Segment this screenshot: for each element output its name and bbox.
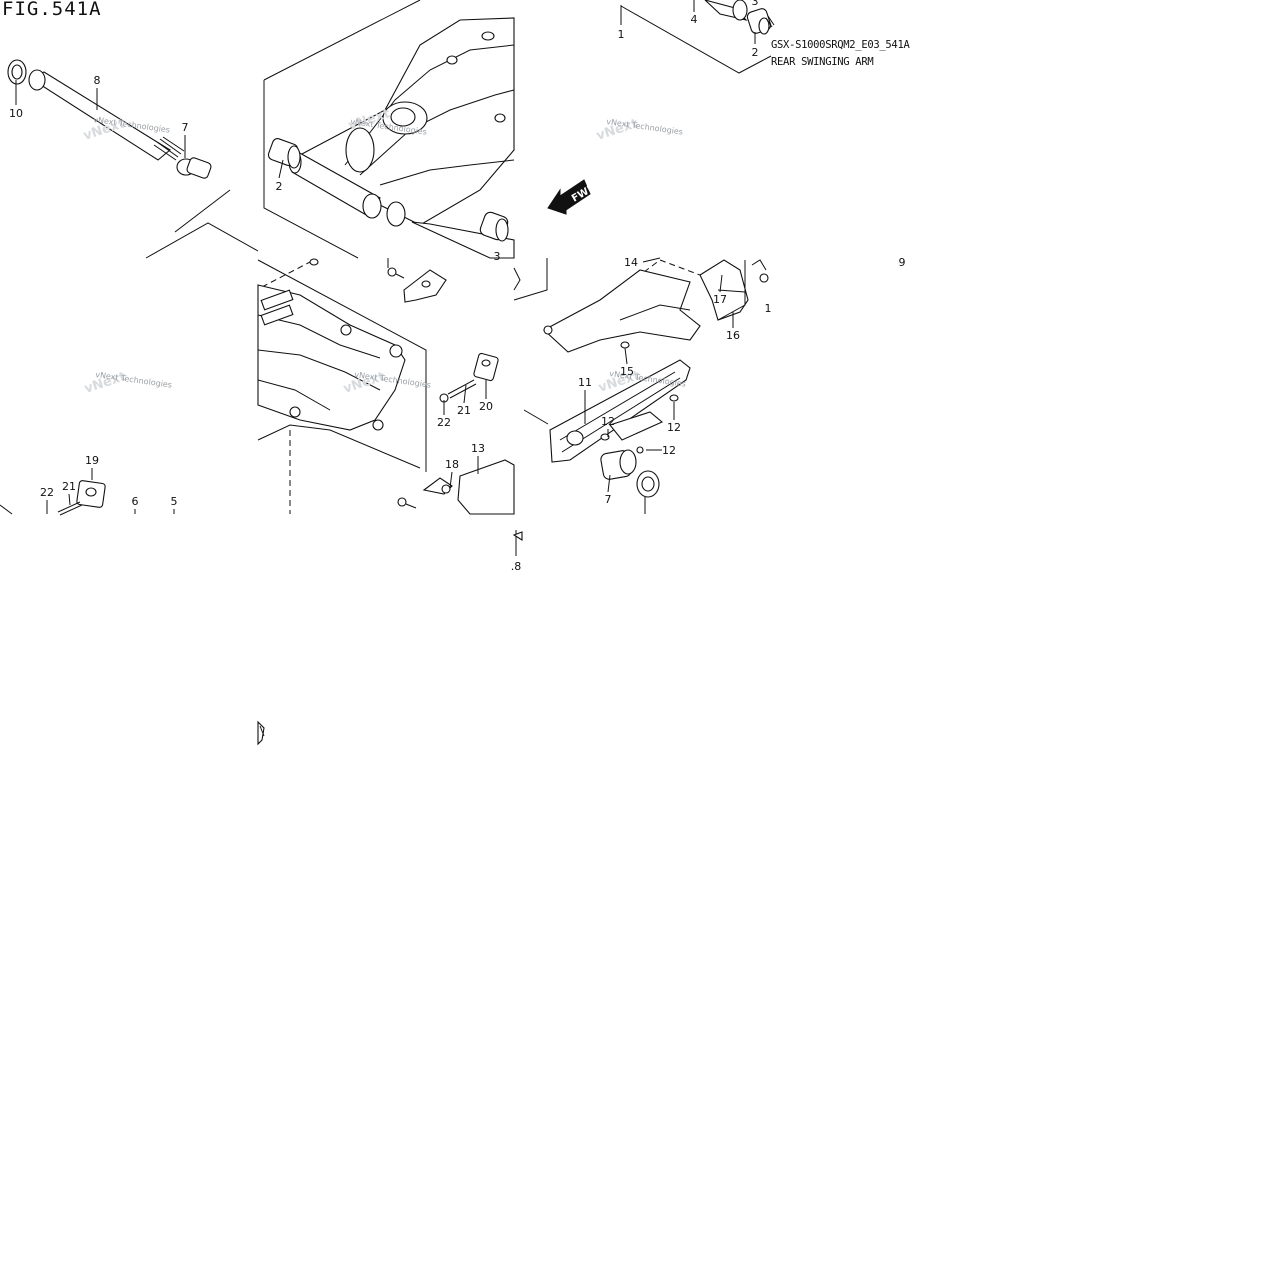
callout-number: 9 xyxy=(899,256,906,269)
callout-number: 22 xyxy=(40,486,54,499)
callout-number: 8 xyxy=(94,74,101,87)
figure-code: GSX-S1000SRQM2_E03_541A xyxy=(771,39,910,51)
callout-number: 20 xyxy=(479,400,493,413)
figure-title: FIG.541A xyxy=(2,0,102,20)
callout-number: 14 xyxy=(624,256,638,269)
callout-number: 12 xyxy=(601,415,615,428)
callout-number: 15 xyxy=(620,365,634,378)
bushing-part xyxy=(732,0,748,21)
callout-number: 11 xyxy=(578,376,592,389)
callout-number: 3 xyxy=(494,250,501,263)
callout-number: 17 xyxy=(713,293,727,306)
callout-number: 7 xyxy=(605,493,612,506)
callout-number: 13 xyxy=(471,442,485,455)
callout-leader xyxy=(719,274,723,293)
pivot-shaft-group xyxy=(7,59,259,259)
chain-adjuster-right xyxy=(439,352,499,403)
callout-number: 21 xyxy=(62,480,76,493)
callout-number: 10 xyxy=(9,107,23,120)
callout-number: 5 xyxy=(171,495,178,508)
chain-guide-group xyxy=(523,359,691,514)
chain-guide-part xyxy=(549,359,691,463)
misc-fragments xyxy=(257,267,523,746)
callout-number: 4 xyxy=(691,13,698,26)
callout-number: 6 xyxy=(132,495,139,508)
swingarm-lower-body xyxy=(257,284,406,431)
callout-number: 3 xyxy=(752,0,759,8)
callout-number: 12 xyxy=(667,421,681,434)
brake-bracket xyxy=(397,459,515,515)
bracket-13-part xyxy=(457,459,515,515)
callout-number: 19 xyxy=(85,454,99,467)
callout-leader xyxy=(642,257,661,263)
callout-number: 21 xyxy=(457,404,471,417)
callout-leader xyxy=(449,471,453,489)
swingarm-lower-view xyxy=(257,258,447,514)
callout-number: 22 xyxy=(437,416,451,429)
callout-number: 12 xyxy=(662,444,676,457)
callout-number: 7 xyxy=(182,121,189,134)
callout-number: 2 xyxy=(752,46,759,59)
figure-name: REAR SWINGING ARM xyxy=(771,56,874,68)
top-bearing-group xyxy=(620,0,775,74)
callout-leader xyxy=(68,493,71,506)
chain-adjuster-left xyxy=(0,480,106,516)
callout-number: 1 xyxy=(765,302,772,315)
callout-leader xyxy=(278,159,284,179)
callout-leader xyxy=(463,384,467,404)
chain-case-group xyxy=(513,258,769,353)
figure-code-block: GSX-S1000SRQM2_E03_541A REAR SWINGING AR… xyxy=(771,37,910,71)
adjuster-block-part xyxy=(473,352,499,382)
callout-number: 18 xyxy=(445,458,459,471)
chain-case-part xyxy=(543,269,701,353)
callout-number: 16 xyxy=(726,329,740,342)
callout-number: 2 xyxy=(276,180,283,193)
callout-number: .8 xyxy=(511,560,522,573)
callout-leader xyxy=(624,347,628,365)
callout-leader xyxy=(607,474,611,493)
callout-number: 1 xyxy=(618,28,625,41)
fwd-arrow: FWD xyxy=(547,179,598,215)
swingarm-upper-view xyxy=(263,0,515,259)
